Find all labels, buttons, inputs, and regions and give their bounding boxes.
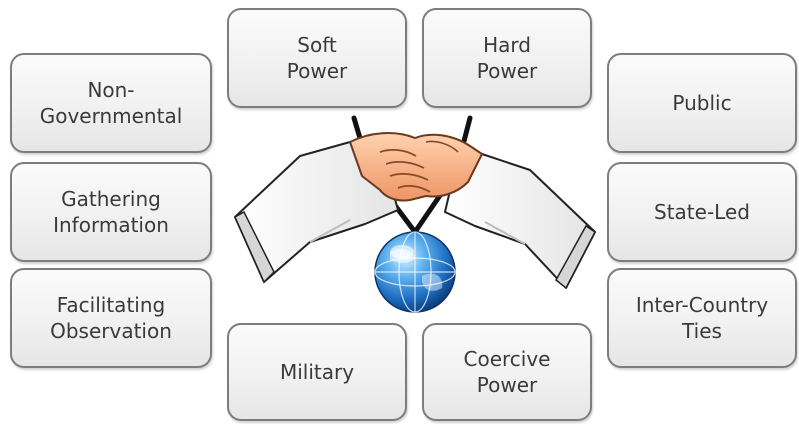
handshake-icon <box>349 132 483 202</box>
box-inter-country-ties: Inter-Country Ties <box>607 268 797 368</box>
box-military: Military <box>227 323 407 421</box>
left-sleeve <box>234 141 399 284</box>
handshake-globe-illustration <box>234 115 596 313</box>
box-hard-power: Hard Power <box>422 8 592 108</box>
globe-icon <box>374 231 456 313</box>
box-public: Public <box>607 53 797 153</box>
box-coercive-power: Coercive Power <box>422 323 592 421</box>
box-non-governmental: Non- Governmental <box>10 53 212 153</box>
box-state-led: State-Led <box>607 162 797 262</box>
right-sleeve <box>444 153 596 290</box>
box-soft-power: Soft Power <box>227 8 407 108</box>
box-facilitating-observation: Facilitating Observation <box>10 268 212 368</box>
box-gathering-information: Gathering Information <box>10 162 212 262</box>
